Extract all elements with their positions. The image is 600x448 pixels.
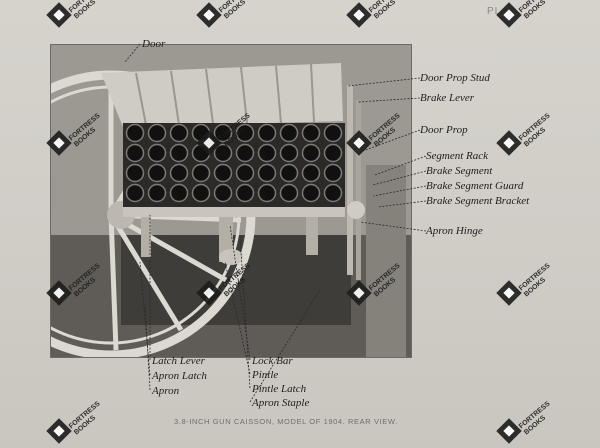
ammunition-round <box>301 143 321 163</box>
ammunition-round <box>191 183 211 203</box>
label-door-prop-stud: Door Prop Stud <box>420 72 490 84</box>
caisson-illustration <box>51 45 411 357</box>
ammunition-round <box>147 183 167 203</box>
ammunition-round <box>169 183 189 203</box>
ammunition-round <box>323 123 343 143</box>
door-panel <box>101 63 343 127</box>
ammunition-round <box>279 123 299 143</box>
ammunition-round <box>213 123 233 143</box>
ammunition-round <box>169 163 189 183</box>
ammunition-round <box>257 123 277 143</box>
ammunition-round <box>125 163 145 183</box>
watermark-diamond-icon <box>46 280 72 306</box>
watermark-diamond-icon <box>196 130 222 156</box>
label-latch-lever: Latch Lever <box>152 355 205 367</box>
watermark-diamond-icon <box>496 280 522 306</box>
label-pintle: Pintle <box>252 369 279 381</box>
ammunition-round <box>147 123 167 143</box>
ammunition-round <box>147 163 167 183</box>
label-brake-lever: Brake Lever <box>420 92 475 104</box>
watermark-diamond-icon <box>346 280 372 306</box>
label-apron-hinge: Apron Hinge <box>426 225 483 237</box>
label-door: Door <box>142 38 166 50</box>
ammunition-round <box>257 143 277 163</box>
ammunition-round <box>235 183 255 203</box>
ammunition-round <box>301 163 321 183</box>
watermark-diamond-icon <box>496 418 522 444</box>
watermark-diamond-icon <box>346 2 372 28</box>
watermark-diamond-icon <box>46 2 72 28</box>
watermark-diamond-icon <box>46 418 72 444</box>
page-tag: PL <box>487 6 502 17</box>
ammunition-round <box>279 163 299 183</box>
ammunition-round <box>125 143 145 163</box>
label-door-prop: Door Prop <box>420 124 468 136</box>
caisson-photo <box>50 44 412 358</box>
ammunition-round <box>125 183 145 203</box>
label-lock-bar: Lock Bar <box>252 355 293 367</box>
ammunition-round <box>147 143 167 163</box>
ammunition-round <box>323 183 343 203</box>
label-segment-rack: Segment Rack <box>426 150 488 162</box>
label-apron-latch: Apron Latch <box>152 370 207 382</box>
ammunition-round <box>213 163 233 183</box>
ammunition-round <box>213 183 233 203</box>
ammunition-round <box>279 183 299 203</box>
ammunition-round <box>323 143 343 163</box>
ammunition-round <box>169 143 189 163</box>
ammunition-round <box>301 123 321 143</box>
ammunition-round <box>235 123 255 143</box>
watermark-diamond-icon <box>196 280 222 306</box>
ammunition-round <box>213 143 233 163</box>
label-pintle-latch: Pintle Latch <box>252 383 307 395</box>
label-apron: Apron <box>152 385 180 397</box>
ammunition-round <box>257 163 277 183</box>
ammunition-round <box>125 123 145 143</box>
ammunition-round <box>301 183 321 203</box>
ammunition-round <box>235 163 255 183</box>
watermark-diamond-icon <box>346 130 372 156</box>
watermark-diamond-icon <box>496 130 522 156</box>
watermark-diamond-icon <box>196 2 222 28</box>
watermark-diamond-icon <box>46 130 72 156</box>
ammunition-round <box>191 163 211 183</box>
ammunition-round <box>323 163 343 183</box>
ammunition-round <box>235 143 255 163</box>
watermark-diamond-icon <box>496 2 522 28</box>
label-brake-segment-bracket: Brake Segment Bracket <box>426 195 530 207</box>
ammunition-round <box>169 123 189 143</box>
label-apron-staple: Apron Staple <box>252 397 310 409</box>
ammunition-round <box>279 143 299 163</box>
label-brake-segment-guard: Brake Segment Guard <box>426 180 524 192</box>
figure-caption: 3.8-INCH GUN CAISSON, MODEL OF 1904. REA… <box>174 417 398 426</box>
ammunition-round <box>257 183 277 203</box>
label-brake-segment: Brake Segment <box>426 165 493 177</box>
